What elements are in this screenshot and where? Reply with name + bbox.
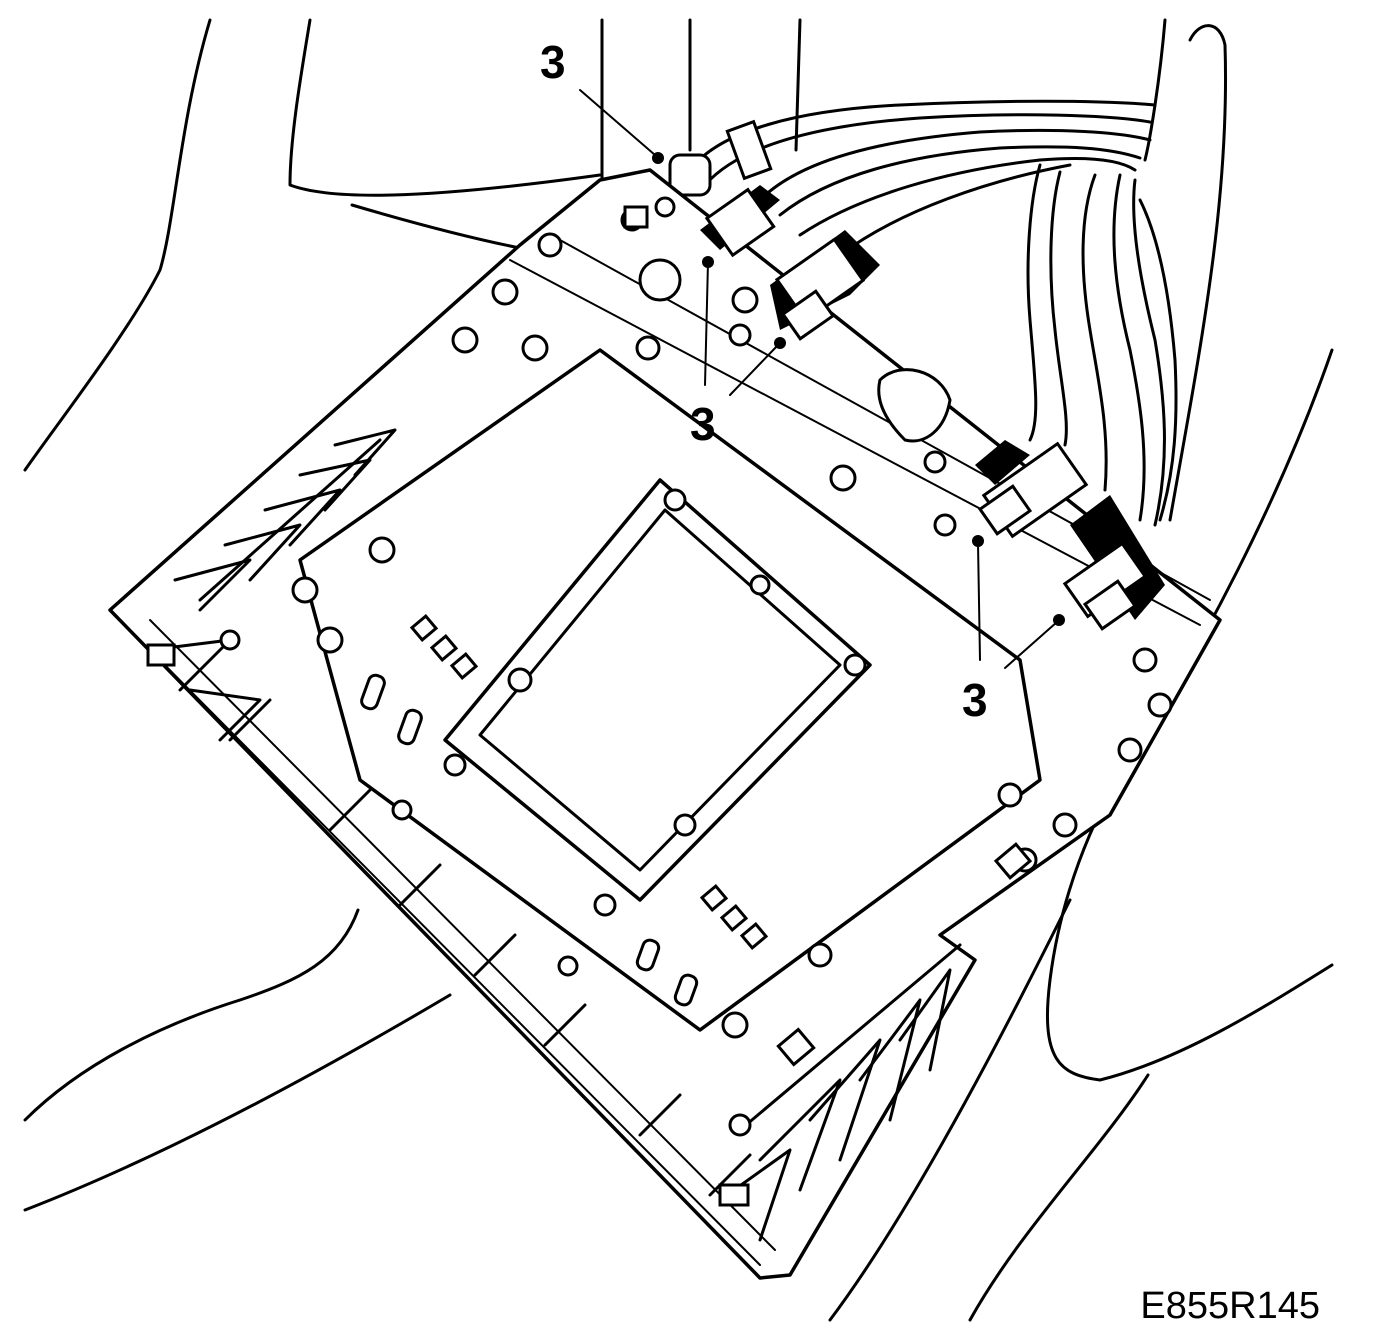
edge-tabs <box>146 643 752 1207</box>
callout-label-right: 3 <box>962 674 988 726</box>
background-trim-outlines <box>23 18 1334 1322</box>
callout-leaders <box>579 89 1065 669</box>
hatched-area-right <box>718 943 962 1242</box>
wiring-harness <box>668 99 1178 527</box>
mounting-holes <box>219 196 1173 1137</box>
hatched-area-left <box>148 428 397 742</box>
figure-reference-code: E855R145 <box>1140 1285 1320 1327</box>
callout-label-middle: 3 <box>690 398 716 450</box>
control-module-plate <box>108 168 1222 1280</box>
callout-label-top: 3 <box>540 36 566 88</box>
connectors <box>700 185 1165 631</box>
slots <box>360 205 1033 1067</box>
